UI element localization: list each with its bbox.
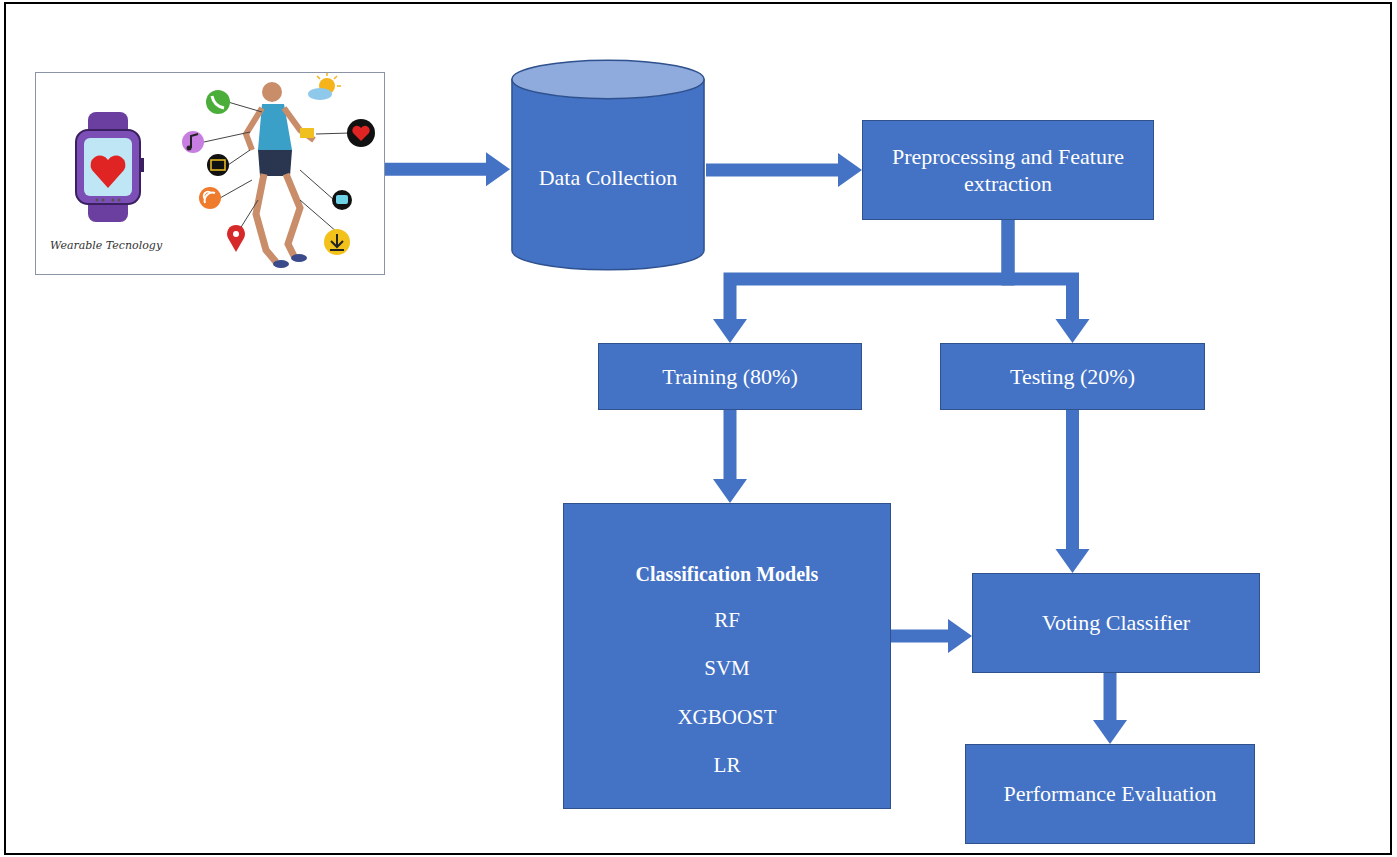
block-arrow [1008,220,1090,343]
node-label: Voting Classifier [1042,609,1190,637]
list-item: LR [714,752,741,778]
list-item: XGBOOST [677,704,776,730]
block-arrow [891,619,972,653]
arrow-shaft [385,163,486,176]
arrow-shaft [1008,220,1073,319]
app-icons [182,72,375,255]
arrow-head [1056,319,1090,343]
process-box: Voting Classifier [972,573,1260,673]
arrow-shaft [891,630,948,643]
block-arrow [713,410,747,503]
arrow-head [713,479,747,503]
list-item: RF [714,607,740,633]
block-arrow [1056,410,1090,573]
process-box: Preprocessing and Feature extraction [862,120,1154,220]
node-label: Data Collection [539,164,678,193]
icon-leaders [204,102,350,232]
process-box: Testing (20%) [940,343,1205,410]
list-item: SVM [704,655,750,681]
arrow-head [1093,720,1127,744]
arrow-shaft [724,410,737,479]
arrow-head [948,619,972,653]
arrow-head [838,153,862,187]
database-cylinder: Data Collection [510,58,706,272]
arrow-shaft [730,220,1008,319]
block-arrow [385,152,510,186]
arrow-shaft [1104,673,1117,720]
block-arrow [713,220,1008,343]
arrow-shaft [1066,410,1079,549]
arrow-head [486,152,510,186]
arrow-shaft [706,164,838,177]
smartwatch [76,112,144,222]
node-label: Wearable Tecnology [50,239,162,252]
node-label: Preprocessing and Feature extraction [877,143,1139,198]
node-label: Classification Models [636,562,819,587]
node-label: Performance Evaluation [1003,780,1216,808]
frame-border [5,3,1391,854]
block-arrow [1093,673,1127,744]
block-arrow [706,153,862,187]
process-box: Performance Evaluation [965,744,1255,844]
arrow-head [713,319,747,343]
illustration-panel: Wearable Tecnology [35,72,385,275]
arrow-head [1056,549,1090,573]
model-list-box: Classification ModelsRF SVM XGBOOST LR [563,503,891,809]
process-box: Training (80%) [598,343,862,410]
node-label: Testing (20%) [1010,363,1135,391]
node-label: Training (80%) [662,363,797,391]
